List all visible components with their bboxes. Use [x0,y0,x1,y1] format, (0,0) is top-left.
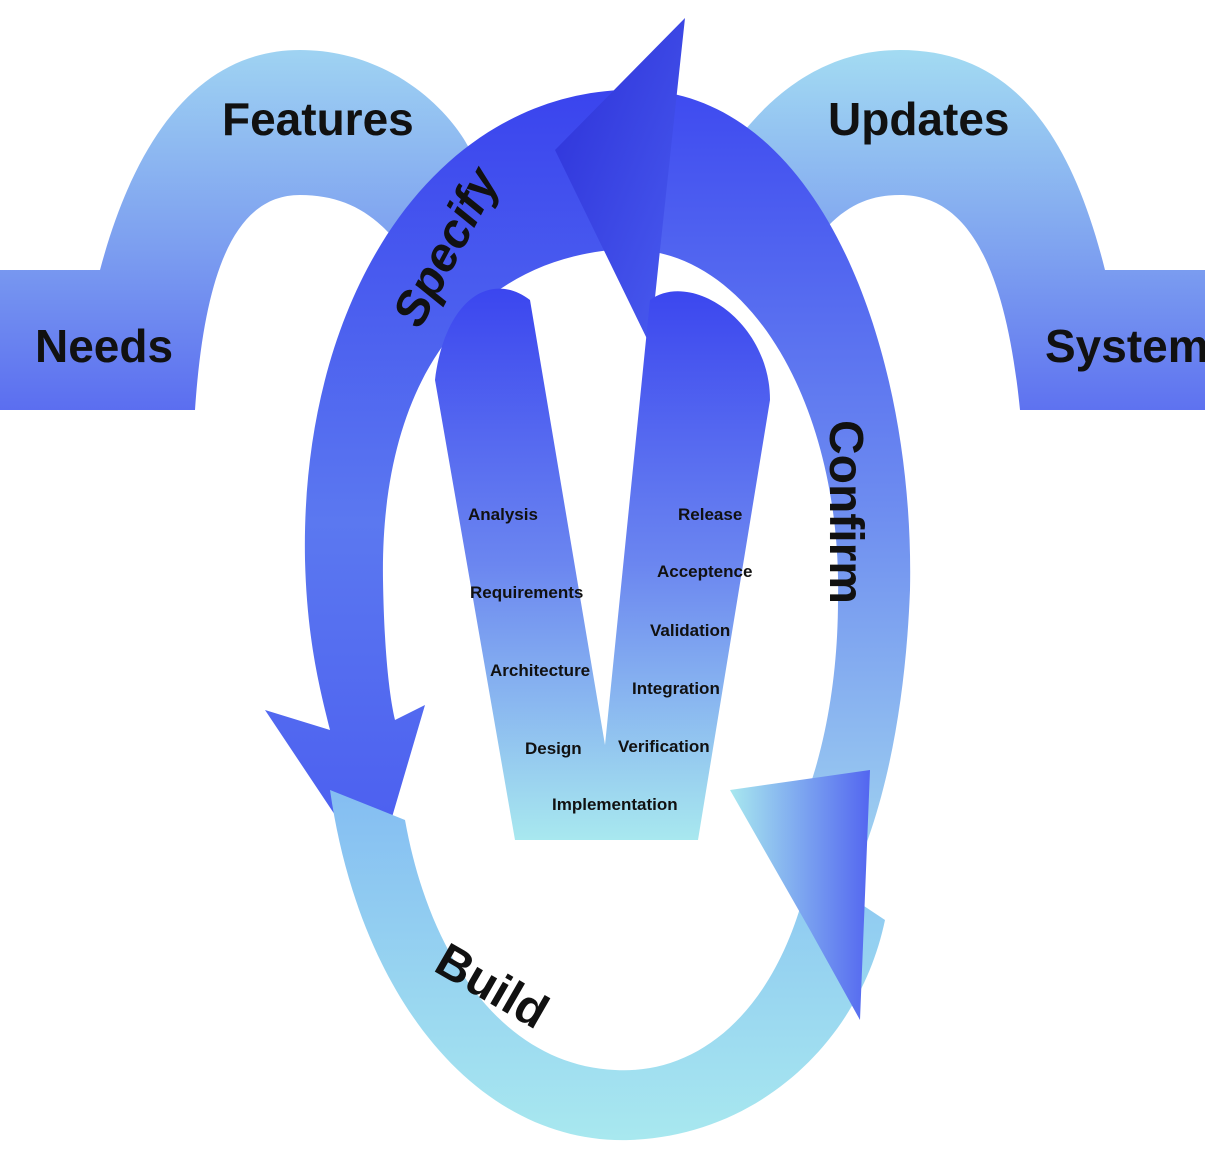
v-label-requirements: Requirements [470,583,583,602]
label-systems: Systems [1045,320,1205,372]
arrowhead-top [555,18,685,345]
ring-right-arc [640,90,911,920]
v-label-design: Design [525,739,582,758]
v-label-architecture: Architecture [490,661,590,680]
v-label-verification: Verification [618,737,710,756]
v-label-analysis: Analysis [468,505,538,524]
label-features: Features [222,93,414,145]
v-label-integration: Integration [632,679,720,698]
v-label-implementation: Implementation [552,795,678,814]
arrowhead-right [730,770,870,1020]
left-outer-arch [0,50,470,410]
v-model-shape [435,288,770,841]
ring-left-arc [265,90,620,875]
label-needs: Needs [35,320,173,372]
v-label-release: Release [678,505,742,524]
label-updates: Updates [828,93,1009,145]
v-label-validation: Validation [650,621,730,640]
ring-bottom-arc [330,790,885,1141]
right-outer-arch [745,50,1205,410]
label-confirm: Confirm [819,420,872,604]
v-label-acceptence: Acceptence [657,562,752,581]
